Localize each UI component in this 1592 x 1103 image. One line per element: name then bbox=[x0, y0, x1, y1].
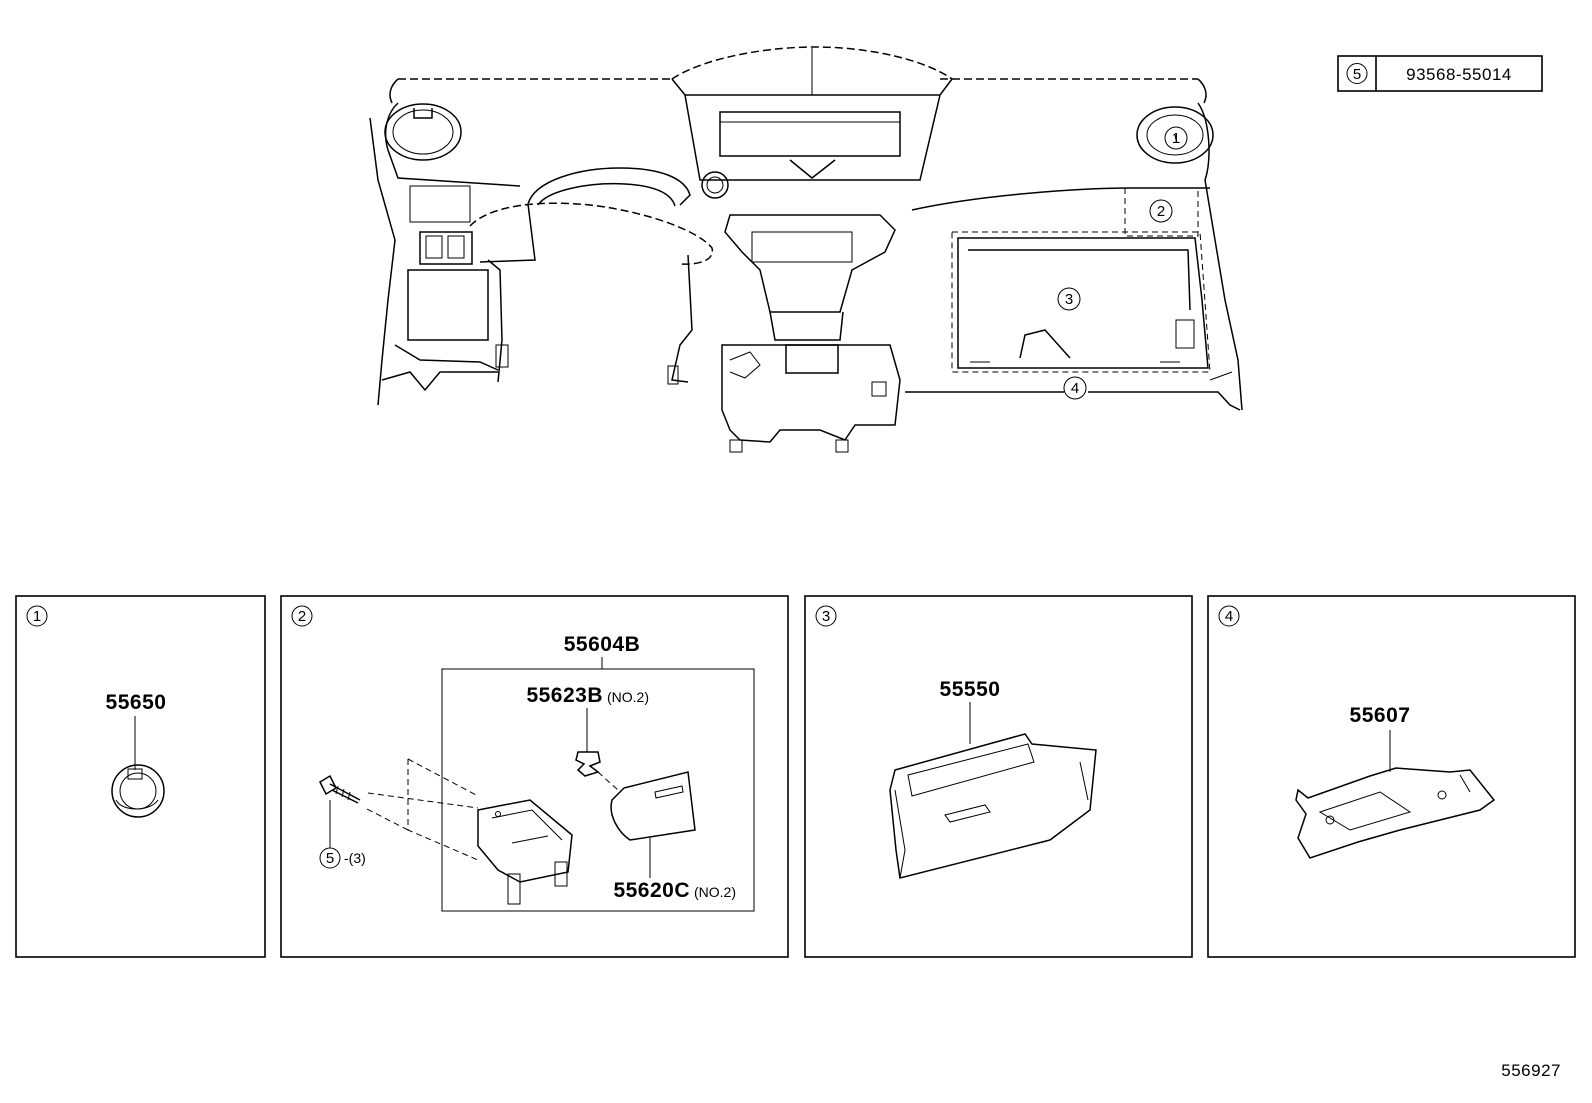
fastener-callout: 5 bbox=[326, 850, 334, 867]
panel-2: 2 55604B 55623B (NO.2) 55620C (NO.2) bbox=[280, 595, 789, 958]
part-55550-label[interactable]: 55550 bbox=[940, 678, 1001, 701]
legend-box: 5 93568-55014 bbox=[1337, 55, 1543, 92]
bracket-part-drawing bbox=[477, 799, 573, 905]
overview-callout-1: 1 bbox=[1172, 130, 1180, 147]
part-55650-label[interactable]: 55650 bbox=[106, 691, 167, 714]
overview-callout-2: 2 bbox=[1157, 203, 1165, 220]
lower-panel-drawing bbox=[1295, 767, 1496, 859]
legend-part-number[interactable]: 93568-55014 bbox=[1406, 65, 1512, 84]
panel-3-callout: 3 bbox=[822, 608, 830, 625]
cover-part-drawing bbox=[610, 771, 696, 841]
overview-callout-4: 4 bbox=[1071, 380, 1079, 397]
panel-2-callout: 2 bbox=[298, 608, 306, 625]
dashboard-overview-drawing: 1 2 3 4 bbox=[369, 46, 1243, 453]
overview-callout-3: 3 bbox=[1065, 291, 1073, 308]
screw-drawing bbox=[319, 774, 361, 804]
panel-1: 1 55650 bbox=[15, 595, 266, 958]
part-55607-label[interactable]: 55607 bbox=[1350, 704, 1411, 727]
figure-id: 556927 bbox=[1501, 1061, 1561, 1080]
fastener-qty: -(3) bbox=[344, 850, 366, 866]
glove-box-drawing bbox=[889, 733, 1097, 879]
part-55623B-label[interactable]: 55623B bbox=[526, 684, 603, 707]
assembly-55604B-label[interactable]: 55604B bbox=[564, 633, 641, 656]
panel-4-callout: 4 bbox=[1225, 608, 1233, 625]
clip-part-drawing bbox=[575, 751, 601, 777]
part-55623B-note: (NO.2) bbox=[607, 689, 649, 705]
panel-4: 4 55607 bbox=[1207, 595, 1576, 958]
legend-callout: 5 bbox=[1353, 66, 1361, 83]
part-55620C-label[interactable]: 55620C bbox=[613, 879, 690, 902]
part-55620C-note: (NO.2) bbox=[694, 884, 736, 900]
vent-part-drawing bbox=[111, 764, 165, 818]
panel-1-callout: 1 bbox=[33, 608, 41, 625]
panel-3: 3 55550 bbox=[804, 595, 1193, 958]
